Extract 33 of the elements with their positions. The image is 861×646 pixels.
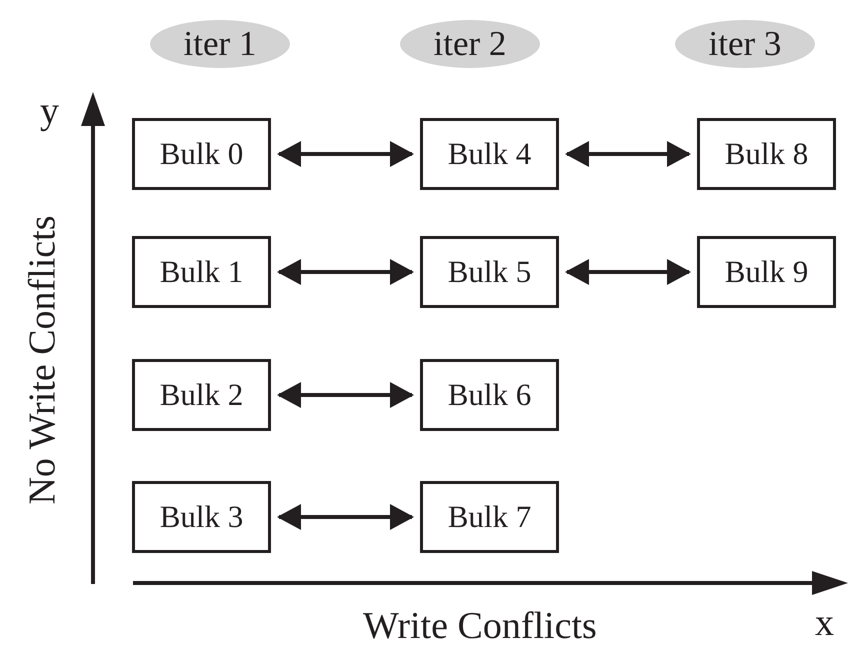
bulk-box [420,118,559,190]
bulk-box [420,359,559,431]
node-label: Bulk 6 [448,377,532,413]
double-arrow [277,382,414,408]
axis-label: y [40,92,59,130]
bulk-box [697,236,836,308]
bulk-box [420,236,559,308]
node-label: Bulk 5 [448,254,532,290]
double-arrow [277,259,414,285]
node-label: Bulk 8 [724,136,808,172]
double-arrow [277,141,414,167]
bulk-box [697,118,836,190]
double-arrow [565,259,691,285]
node-label: Bulk 1 [160,254,244,290]
bulk-box [132,481,271,553]
node-label: Bulk 9 [724,254,808,290]
double-arrow [277,504,414,530]
double-arrow [565,141,691,167]
bulk-box [420,481,559,553]
axis-title: No Write Conflicts [23,215,62,505]
node-label: Bulk 4 [448,136,532,172]
bulk-box [132,359,271,431]
node-label: Bulk 0 [160,136,244,172]
node-label: iter 1 [184,24,256,64]
bulk-box [132,118,271,190]
bulk-box [132,236,271,308]
node-label: iter 3 [708,24,782,64]
node-label: Bulk 2 [160,377,244,413]
node-label: Bulk 7 [448,499,532,535]
axis-label: x [815,604,834,642]
axis-title: Write Conflicts [363,607,597,645]
node-label: Bulk 3 [160,499,244,535]
node-label: iter 2 [434,24,506,64]
